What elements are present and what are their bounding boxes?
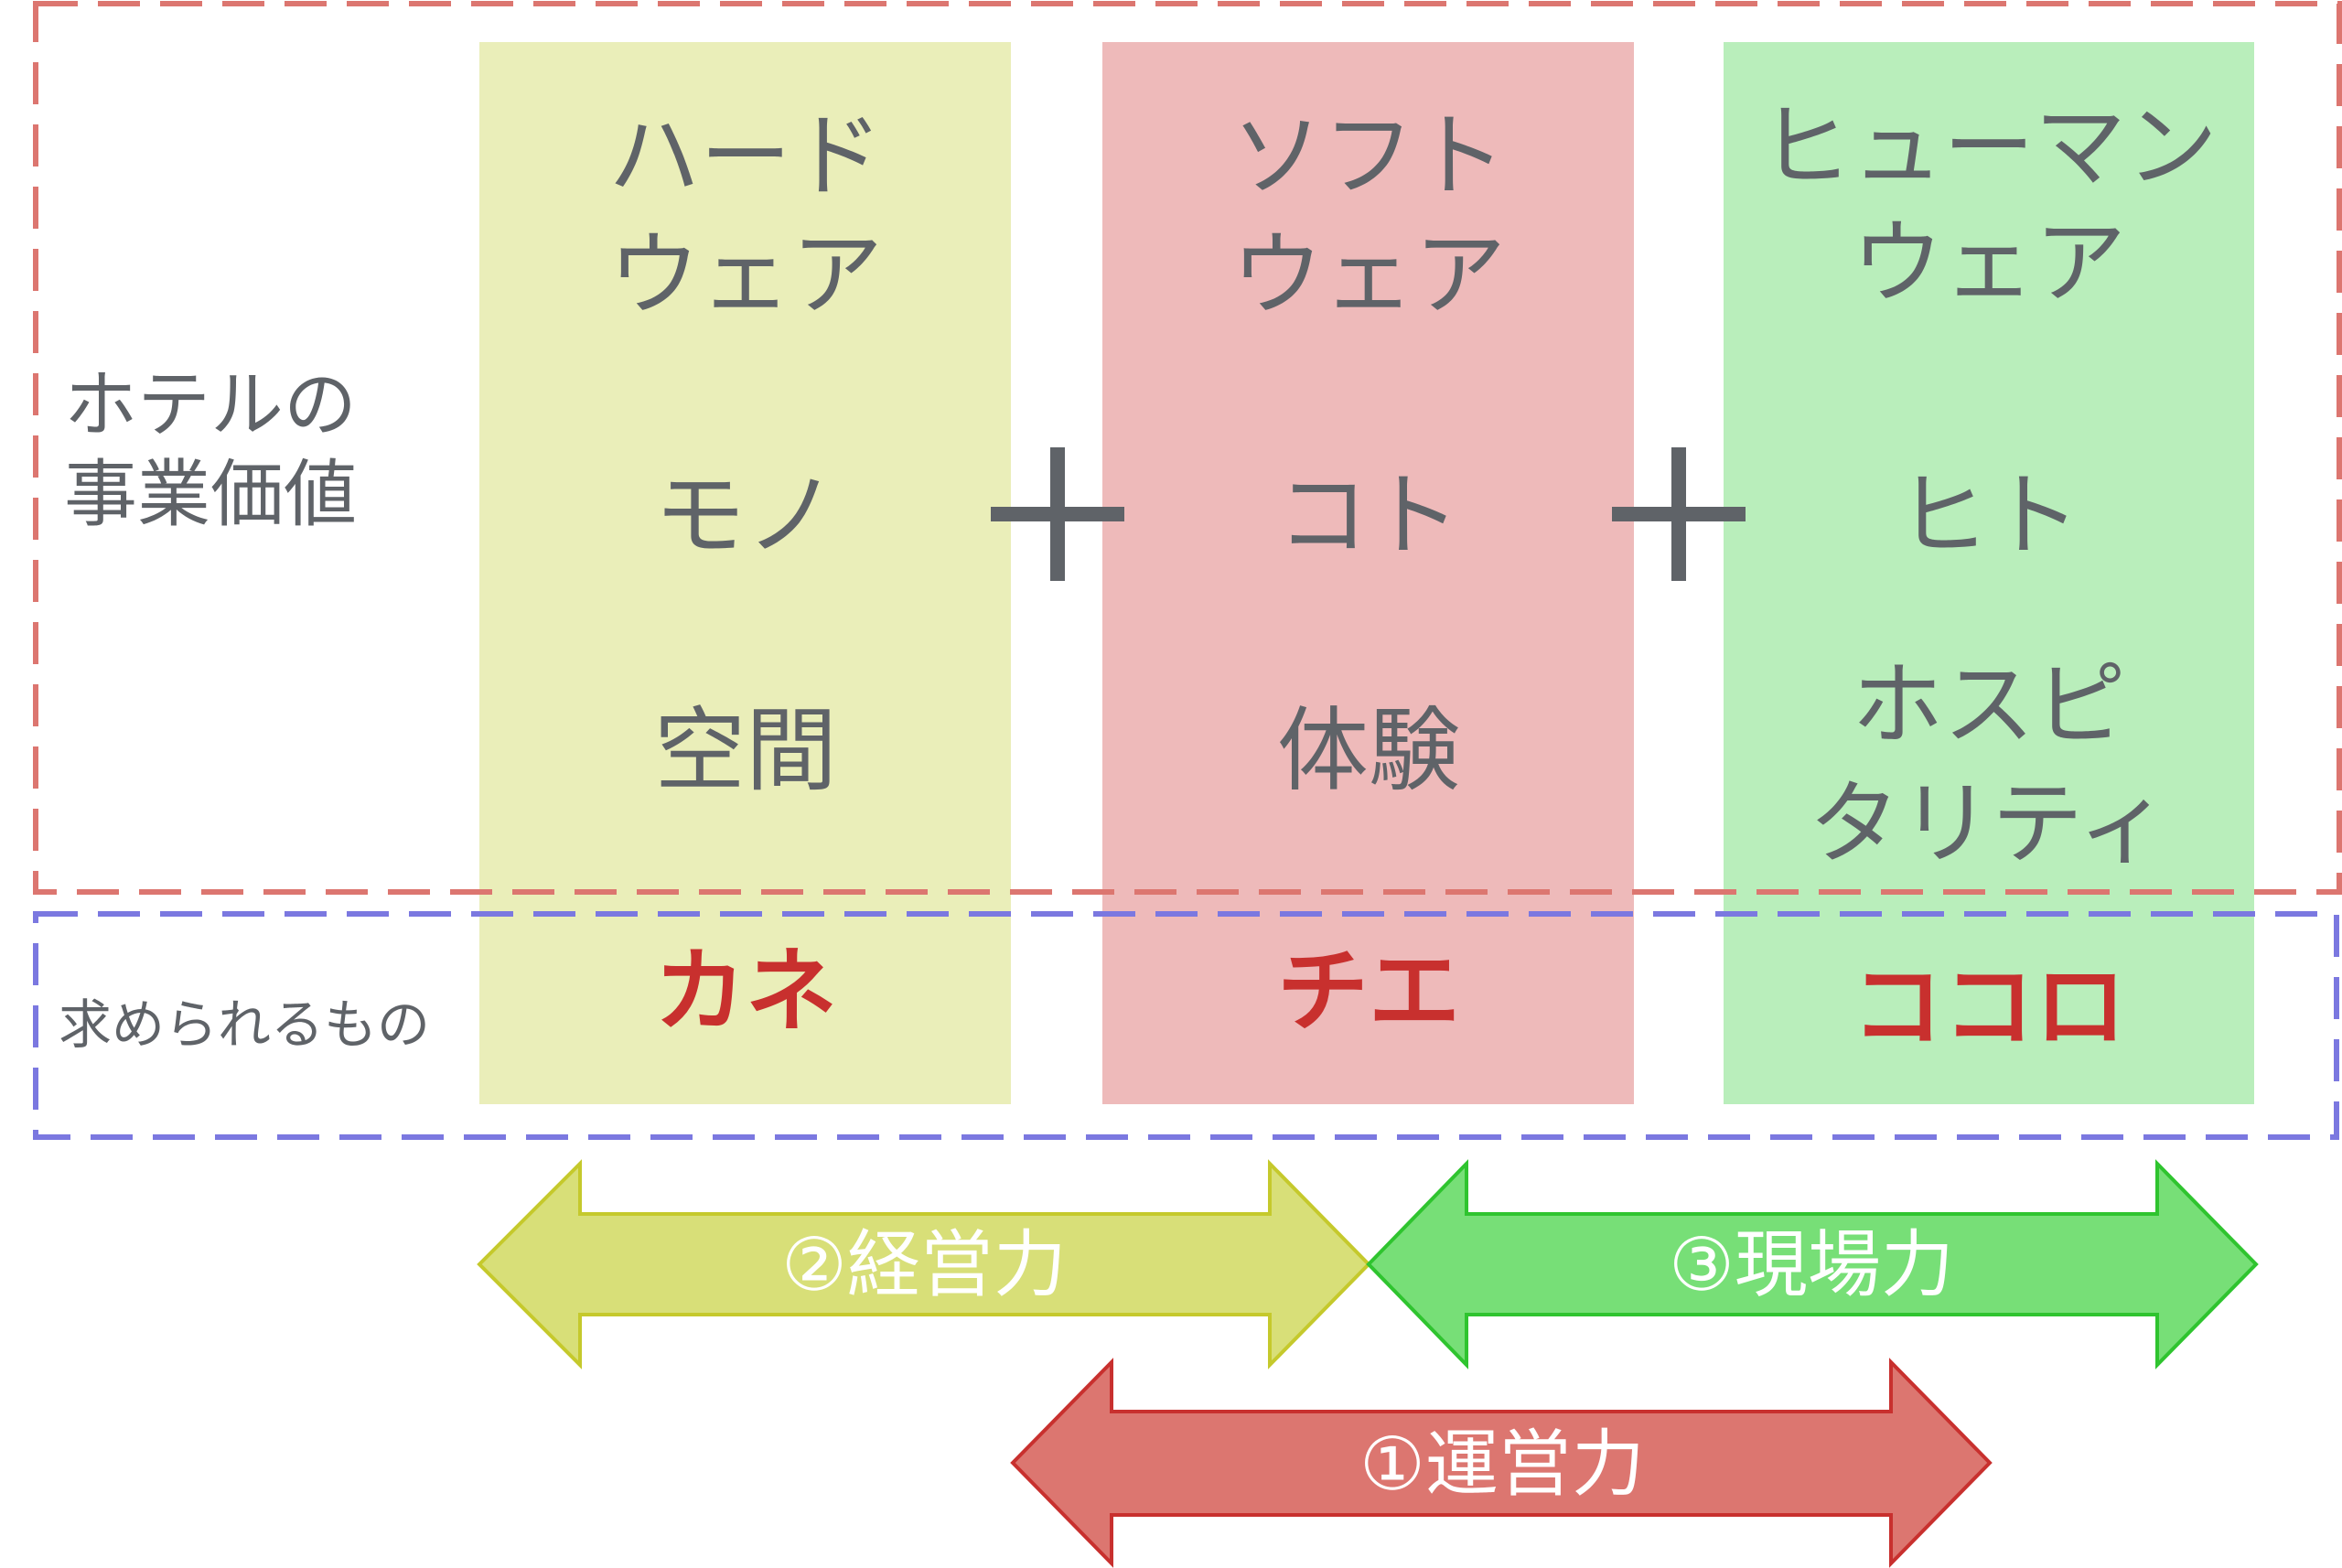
- column-hardware: [479, 42, 1011, 1104]
- col3-header-1: ヒューマン: [1760, 93, 2218, 200]
- field-arrow: [1366, 1159, 2259, 1369]
- operation-arrow: [1010, 1358, 1993, 1568]
- row-label-value-2: 事業価値: [64, 452, 357, 537]
- field-arrow-label: ③現場力: [1669, 1222, 1954, 1307]
- col1-header-2: ウェア: [608, 221, 883, 328]
- business-value-box: [33, 1, 2342, 895]
- col1-concept: 空間: [654, 697, 837, 804]
- row-label-required: 求められるもの: [59, 993, 430, 1056]
- plus-icon: [1612, 447, 1746, 581]
- row-label-value-1: ホテルの: [64, 362, 357, 447]
- management-arrow-label: ②経営力: [781, 1222, 1067, 1307]
- column-humanware: [1724, 42, 2254, 1104]
- operation-arrow-label: ①運営力: [1359, 1422, 1645, 1507]
- plus-icon: [991, 447, 1124, 581]
- col1-required: カネ: [654, 938, 837, 1045]
- col1-header-1: ハード: [608, 102, 883, 209]
- col2-header-1: ソフト: [1231, 102, 1506, 209]
- col3-thing: ヒト: [1897, 462, 2080, 569]
- col1-thing: モノ: [654, 462, 837, 569]
- col2-header-2: ウェア: [1231, 221, 1506, 328]
- col3-header-2: ウェア: [1852, 209, 2126, 317]
- col2-required: チエ: [1277, 938, 1460, 1045]
- requirements-box: [33, 911, 2339, 1140]
- col3-required: ココロ: [1852, 953, 2126, 1060]
- col2-thing: コト: [1277, 462, 1460, 569]
- col3-concept-2: タリティ: [1809, 770, 2169, 877]
- col2-concept: 体験: [1277, 697, 1460, 804]
- column-software: [1102, 42, 1634, 1104]
- col3-concept-1: ホスピ: [1852, 651, 2126, 758]
